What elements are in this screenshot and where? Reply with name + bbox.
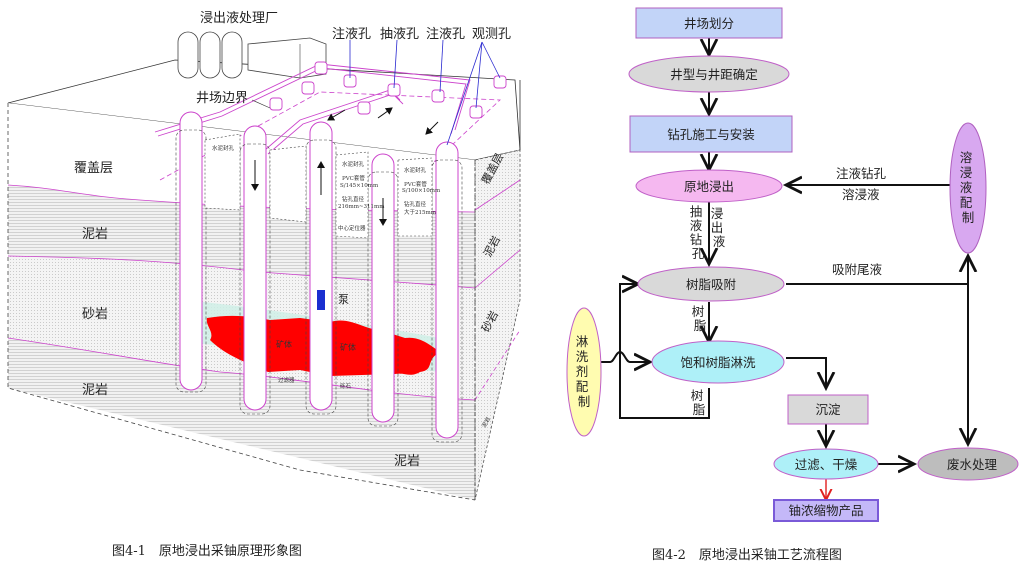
injection-hole-label-2: 注液孔 <box>426 27 465 42</box>
edge-label-extract-hole-char: 液 <box>690 218 703 233</box>
extraction-hole-label: 抽液孔 <box>380 27 419 42</box>
node-field-division-label: 井场划分 <box>684 16 734 31</box>
node-leach-prep-char: 溶 <box>960 150 973 165</box>
flow-edges <box>597 38 968 464</box>
node-in-situ-leach: 原地浸出 <box>635 169 783 203</box>
label-leaders <box>349 39 501 146</box>
node-well-type: 井型与井距确定 <box>628 55 790 93</box>
node-leach-prep-char: 浸 <box>960 165 973 180</box>
figure-4-2-caption: 图4-2 原地浸出采铀工艺流程图 <box>652 548 842 563</box>
plant-label: 浸出液处理厂 <box>200 11 278 26</box>
callout-pvc-casing-2: PVC套管 <box>404 180 427 188</box>
stratum-label-mudstone-upper: 泥岩 <box>82 227 108 242</box>
edge-label-inj-hole: 注液钻孔 <box>836 166 887 181</box>
edge-label-extract-hole-char: 钻 <box>690 232 703 247</box>
gravel-label: 砾石 <box>340 382 352 390</box>
callout-drill-dia-2-spec: 大于215mm <box>404 208 437 216</box>
pump <box>317 290 325 310</box>
ore-body-label-2: 矿体 <box>340 342 356 352</box>
node-filter-dry-label: 过滤、干燥 <box>795 457 858 472</box>
node-product: 铀浓缩物产品 <box>773 499 879 522</box>
node-leach-prep-label: 溶 浸 液 配 制 <box>960 150 977 225</box>
edge-label-extract-hole-char: 抽 <box>690 204 703 219</box>
stratum-label-mudstone-lower: 泥岩 <box>82 383 108 398</box>
node-eluent-prep-char: 制 <box>578 394 591 409</box>
node-eluent-prep-char: 配 <box>576 379 589 394</box>
edge-label-resin-back-char: 树 <box>691 388 704 403</box>
node-product-label: 铀浓缩物产品 <box>788 503 863 518</box>
node-drilling: 钻孔施工与安装 <box>629 115 793 153</box>
wellheads <box>269 61 507 119</box>
node-in-situ-leach-label: 原地浸出 <box>684 179 734 194</box>
node-eluent-prep-char: 剂 <box>576 364 589 379</box>
callout-cement-seal-2: 水泥封孔 <box>342 160 365 168</box>
edge-label-resin-down-char: 树 <box>692 304 705 319</box>
node-wastewater: 废水处理 <box>917 447 1019 481</box>
node-eluent-prep: 淋 洗 剂 配 制 <box>566 307 602 437</box>
callout-drill-dia-2: 钻孔直径 <box>404 200 427 208</box>
edge-label-pregnant-char: 浸 <box>711 206 724 221</box>
flow-arrow <box>327 109 346 121</box>
pump-label: 泵 <box>338 293 349 306</box>
node-precipitation: 沉淀 <box>787 394 869 425</box>
node-resin-adsorb-label: 树脂吸附 <box>686 277 737 292</box>
node-resin-elution-label: 饱和树脂淋洗 <box>680 355 756 370</box>
node-well-type-label: 井型与井距确定 <box>670 67 758 82</box>
node-leach-prep-char: 制 <box>962 210 975 225</box>
node-field-division: 井场划分 <box>635 7 783 39</box>
node-eluent-prep-label: 淋 洗 剂 配 制 <box>576 334 593 409</box>
node-leach-prep-char: 配 <box>960 195 973 210</box>
callout-cement-seal-1: 水泥封孔 <box>212 144 235 152</box>
flow-arrow <box>377 107 393 119</box>
edge-label-pregnant-char: 出 <box>711 220 724 235</box>
edge-label-pregnant-char: 液 <box>713 234 726 249</box>
node-eluent-prep-char: 洗 <box>576 349 589 364</box>
node-eluent-prep-char: 淋 <box>576 334 589 349</box>
boundary-label: 井场边界 <box>196 91 248 106</box>
edge-label-resin-back: 树 脂 <box>691 388 708 417</box>
edge-label-lixiviant: 溶浸液 <box>842 187 880 202</box>
node-leach-prep: 溶 浸 液 配 制 <box>949 122 987 254</box>
node-resin-adsorb: 树脂吸附 <box>637 266 785 302</box>
edge-label-extract-hole-char: 孔 <box>692 246 705 261</box>
wells <box>175 111 463 443</box>
edge-label-resin-down-char: 脂 <box>694 318 707 333</box>
node-filter-dry: 过滤、干燥 <box>773 448 879 480</box>
ore-body-label-1: 矿体 <box>276 339 292 349</box>
edge-label-resin-down: 树 脂 <box>692 304 709 333</box>
stratum-label-sandstone: 砂岩 <box>82 307 108 322</box>
callout-centralizer: 中心定位器 <box>338 224 366 232</box>
flow-arrow <box>425 121 439 135</box>
figure-4-1-caption: 图4-1 原地浸出采铀原理形象图 <box>112 544 302 559</box>
mudstone-layer-lower <box>8 338 475 500</box>
stratum-label-bottom: 泥岩 <box>394 454 420 469</box>
node-drilling-label: 钻孔施工与安装 <box>667 127 755 142</box>
callout-pvc-casing-1: PVC套管 <box>342 174 365 182</box>
edge-label-barren: 吸附尾液 <box>832 262 883 277</box>
edge-label-pregnant: 浸 出 液 <box>711 206 728 249</box>
stratum-label-overburden: 覆盖层 <box>74 161 113 176</box>
callout-cement-seal-3: 水泥封孔 <box>404 166 427 174</box>
callout-pvc-casing-1-spec: S/145×10mm <box>340 183 379 189</box>
edge-label-resin-back-char: 脂 <box>693 402 706 417</box>
figure-4-1-in-situ-leaching-diagram: 浸出液处理厂 井场边界 注液孔 抽液孔 注液孔 观测孔 覆盖层 泥岩 砂岩 泥岩… <box>7 11 521 501</box>
node-resin-elution: 饱和树脂淋洗 <box>651 340 785 384</box>
block-side-face <box>474 149 521 501</box>
callout-drill-dia-1-spec: 216mm~311mm <box>338 204 385 210</box>
node-wastewater-label: 废水处理 <box>947 457 998 472</box>
figure-4-2-process-flowchart: 井场划分 井型与井距确定 钻孔施工与安装 原地浸出 溶 浸 液 配 制 树脂吸附… <box>566 7 1019 522</box>
edge-label-extract-hole: 抽 液 钻 孔 <box>690 204 707 261</box>
injection-hole-label-1: 注液孔 <box>332 27 371 42</box>
node-precipitation-label: 沉淀 <box>815 402 841 417</box>
node-leach-prep-char: 液 <box>960 180 973 195</box>
filter-label: 过滤器 <box>278 376 295 384</box>
callout-pvc-casing-2-spec: S/100×10mm <box>402 188 441 194</box>
processing-plant <box>177 31 327 79</box>
observation-hole-label: 观测孔 <box>472 27 511 42</box>
callout-drill-dia-1: 钻孔直径 <box>342 195 365 203</box>
